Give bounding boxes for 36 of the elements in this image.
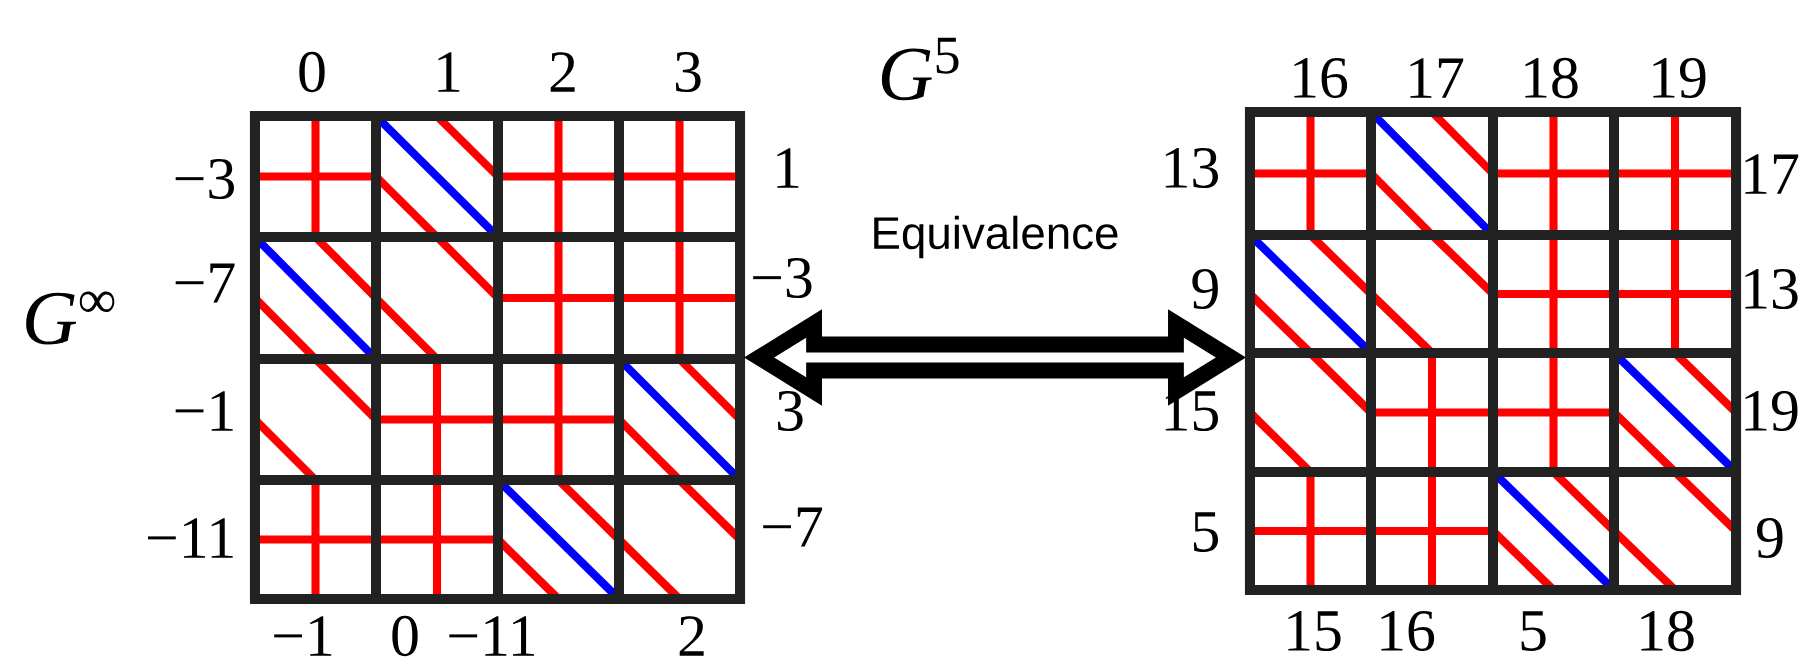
axis-number: 18	[1525, 57, 1578, 99]
axis-number: 1	[777, 148, 799, 188]
axis-number: −7	[763, 507, 823, 547]
axis-number: 19	[1745, 390, 1798, 432]
grid-name: G$^{5}$	[881, 37, 959, 101]
axis-number: −3	[175, 158, 234, 200]
axis-number: 19	[1653, 57, 1706, 99]
axis-number: 3	[675, 51, 701, 93]
axis-number: 1	[438, 52, 460, 92]
axis-number: 16	[1294, 57, 1348, 99]
axis-number: −7	[175, 263, 235, 303]
tile-grid-drawing	[249, 110, 746, 605]
axis-number: 17	[1745, 154, 1799, 194]
axis-number: 9	[1192, 268, 1218, 310]
axis-number: 0	[299, 51, 325, 93]
axis-number: −1	[274, 616, 332, 656]
axis-number: 13	[1165, 147, 1218, 189]
axis-number: 15	[1288, 610, 1341, 652]
axis-number: −1	[175, 391, 233, 431]
axis-number: 16	[1381, 610, 1435, 652]
axis-number: 3	[777, 390, 803, 432]
axis-number: 9	[1757, 517, 1783, 559]
axis-number: −11	[148, 518, 233, 558]
grid-name: G$^{∞}$	[26, 291, 115, 345]
axis-number: 17	[1410, 58, 1464, 98]
axis-number: 2	[679, 616, 704, 656]
axis-number: 5	[1521, 611, 1546, 651]
axis-number: 0	[392, 615, 418, 657]
axis-number: 18	[1641, 610, 1694, 652]
axis-number: 5	[1193, 512, 1218, 552]
axis-number: 13	[1745, 268, 1798, 310]
edge-label: Equivalence	[866, 212, 1124, 262]
axis-number: −11	[449, 616, 535, 656]
tile-grid-drawing	[1244, 106, 1742, 596]
axis-number: 2	[550, 52, 575, 92]
axis-number: −3	[753, 257, 812, 299]
